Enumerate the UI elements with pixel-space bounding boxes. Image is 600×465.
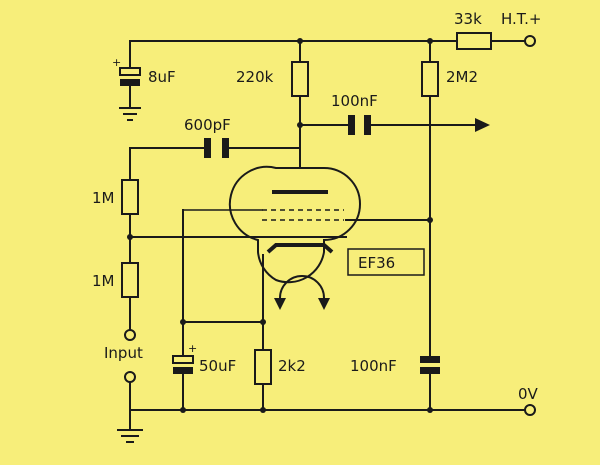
label-33k: 33k — [454, 10, 482, 28]
resistor-2k2 — [254, 349, 272, 385]
wiring — [129, 40, 528, 431]
heater-arrow-right-icon — [318, 298, 330, 310]
input-terminal-lower — [124, 371, 136, 383]
label-100nf-coupling: 100nF — [331, 92, 378, 110]
capacitor-100nf-coupling — [348, 115, 371, 135]
ground-icon-bottom — [117, 429, 143, 443]
svg-text:+: + — [188, 342, 197, 355]
ground-icon-top — [119, 107, 141, 121]
input-terminal-upper — [124, 329, 136, 341]
pentode-tube — [228, 165, 361, 310]
label-8uf: 8uF — [148, 68, 176, 86]
zero-volt-terminal — [524, 404, 536, 416]
junction-dots — [127, 38, 433, 413]
label-1m-lower: 1M — [92, 272, 115, 290]
label-50uf: 50uF — [199, 357, 236, 375]
output-arrow-icon — [475, 118, 490, 132]
label-2k2: 2k2 — [278, 357, 306, 375]
resistor-1m-upper — [121, 179, 139, 215]
capacitor-50uf: + — [172, 342, 197, 374]
label-2m2: 2M2 — [446, 68, 478, 86]
label-0v: 0V — [518, 385, 539, 403]
capacitor-8uf: + — [112, 56, 141, 86]
label-100nf-screen: 100nF — [350, 357, 397, 375]
label-1m-upper: 1M — [92, 189, 115, 207]
heater-arrow-left-icon — [274, 298, 286, 310]
capacitor-100nf-screen — [420, 356, 440, 374]
label-ht: H.T.+ — [501, 10, 542, 28]
ht-terminal — [524, 35, 536, 47]
resistor-1m-lower — [121, 262, 139, 298]
capacitor-600pf — [204, 138, 229, 158]
label-input: Input — [104, 344, 143, 362]
resistor-2m2 — [421, 61, 439, 97]
resistor-33k — [456, 32, 492, 50]
tube-label-box — [347, 248, 425, 276]
resistor-220k — [291, 61, 309, 97]
svg-text:+: + — [112, 56, 121, 69]
label-220k: 220k — [236, 68, 274, 86]
label-600pf: 600pF — [184, 116, 231, 134]
label-ef36: EF36 — [358, 254, 395, 272]
